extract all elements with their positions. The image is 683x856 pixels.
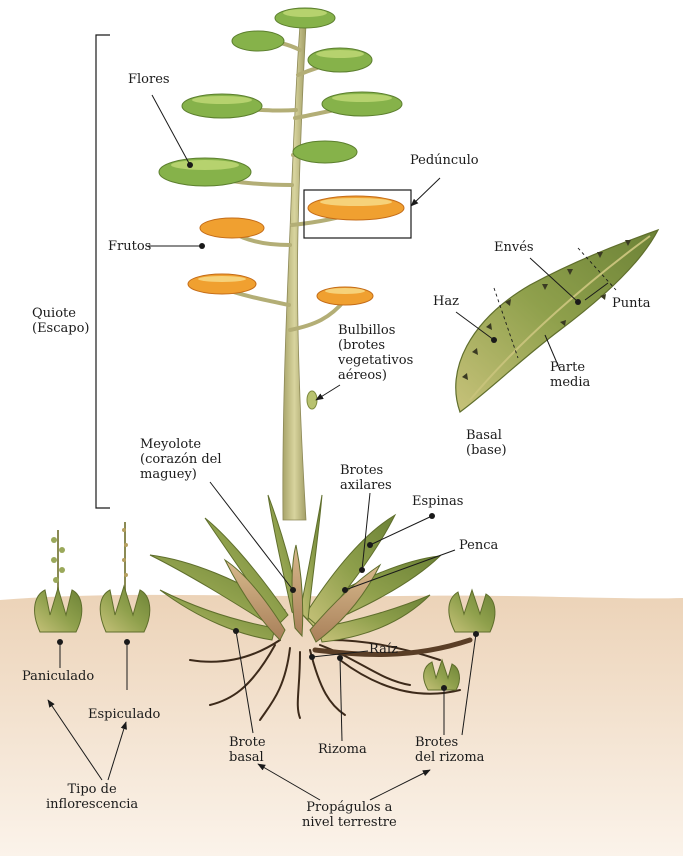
espiculado-plant <box>100 522 150 632</box>
label-espiculado: Espiculado <box>88 707 160 722</box>
label-parte-media: Partemedia <box>550 360 590 390</box>
label-propagulos: Propágulos anivel terrestre <box>302 800 397 830</box>
label-frutos: Frutos <box>108 239 151 254</box>
label-brote-basal: Brotebasal <box>229 735 266 765</box>
flower-tips <box>171 9 392 170</box>
label-paniculado: Paniculado <box>22 669 94 684</box>
label-pedunculo: Pedúnculo <box>410 153 479 168</box>
label-raiz: Raíz <box>369 642 398 657</box>
label-meyolote: Meyolote(corazón delmaguey) <box>140 437 222 482</box>
label-bulbillos: Bulbillos(brotesvegetativosaéreos) <box>338 323 413 383</box>
label-rizoma: Rizoma <box>318 742 367 757</box>
label-flores: Flores <box>128 72 170 87</box>
label-basal: Basal(base) <box>466 428 507 458</box>
label-tipo-inflorescencia: Tipo deinflorescencia <box>46 782 138 812</box>
label-quiote: Quiote(Escapo) <box>32 306 89 336</box>
bulbillo <box>307 391 317 409</box>
label-enves: Envés <box>494 240 534 255</box>
label-penca: Penca <box>459 538 498 553</box>
label-espinas: Espinas <box>412 494 463 509</box>
quiote-stalk <box>283 25 306 520</box>
label-brotes-axilares: Brotesaxilares <box>340 463 392 493</box>
label-brotes-rizoma: Brotesdel rizoma <box>415 735 484 765</box>
label-punta: Punta <box>612 296 650 311</box>
quiote-bracket <box>96 35 110 508</box>
paniculado-plant <box>35 530 82 632</box>
label-haz: Haz <box>433 294 459 309</box>
